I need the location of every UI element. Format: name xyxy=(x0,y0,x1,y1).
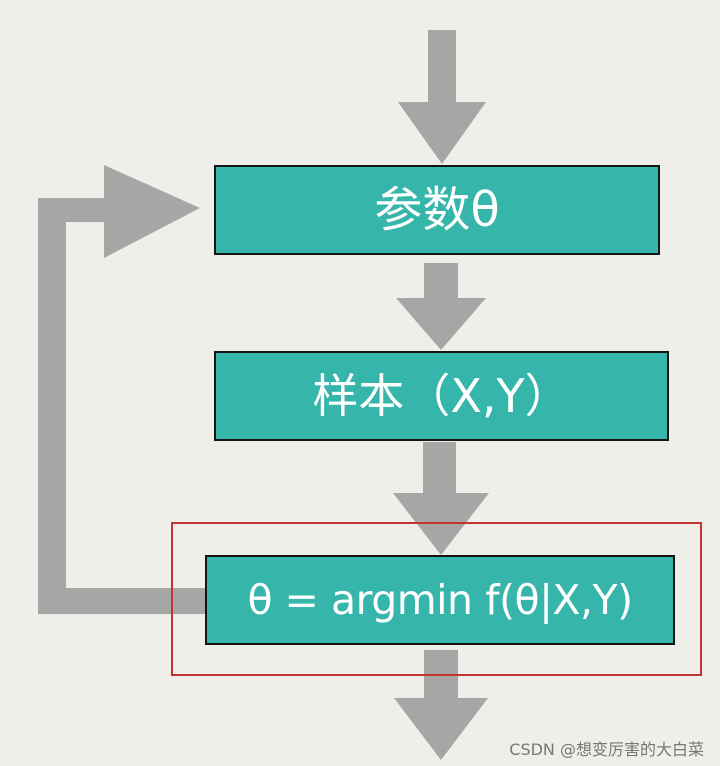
arrow-param-to-sample xyxy=(396,263,486,350)
feedback-loop-arrow xyxy=(38,165,205,614)
argmin-label: θ = argmin f(θ|X,Y) xyxy=(247,575,633,624)
parameter-node: 参数θ xyxy=(214,165,660,255)
sample-label: 样本（X,Y） xyxy=(312,369,571,423)
watermark: CSDN @想变厉害的大白菜 xyxy=(509,740,704,759)
arrow-sample-to-argmin xyxy=(393,442,489,555)
arrow-top-in xyxy=(398,30,486,164)
sample-node: 样本（X,Y） xyxy=(214,351,669,441)
highlight-box xyxy=(171,522,702,676)
argmin-node: θ = argmin f(θ|X,Y) xyxy=(205,555,675,645)
parameter-label: 参数θ xyxy=(374,182,500,238)
arrow-bottom-out xyxy=(394,650,488,760)
